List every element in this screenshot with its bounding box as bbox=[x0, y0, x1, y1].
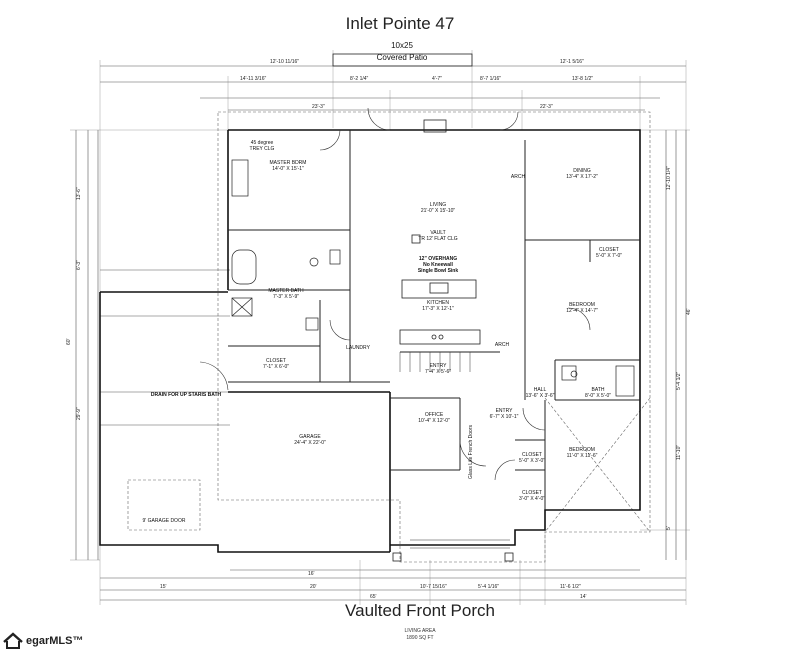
mls-watermark: egarMLS™ bbox=[2, 632, 83, 650]
entry-low-name: ENTRY bbox=[496, 408, 514, 414]
dim-top-5: 4'-7" bbox=[432, 76, 442, 82]
interior-walls bbox=[228, 130, 640, 510]
trey-ceiling-line2: TREY CLG bbox=[250, 146, 275, 152]
dim-bottom-3: 16' bbox=[308, 571, 315, 577]
dim-top-9: 22'-3" bbox=[540, 104, 553, 110]
dim-bottom-8: 14' bbox=[580, 594, 587, 600]
master-bath-dims: 7'-3" X 5'-9" bbox=[273, 294, 299, 300]
dim-bottom-5: 5'-4 1/16" bbox=[478, 584, 499, 590]
garage-name: GARAGE bbox=[299, 434, 321, 440]
dim-bottom-6: 11'-6 1/2" bbox=[560, 584, 581, 590]
dim-left-2: 6'-3" bbox=[76, 260, 82, 270]
entry-low-dims: 6'-7" X 10'-1" bbox=[490, 414, 519, 420]
dimension-lines bbox=[75, 65, 687, 601]
living-area-line1: LIVING AREA bbox=[404, 628, 436, 634]
living-area-line2: 1890 SQ FT bbox=[406, 635, 434, 641]
closet-low2-name: CLOSET bbox=[522, 490, 542, 496]
dim-right-1: 12'-10 1/4" bbox=[666, 166, 672, 190]
closet-right-dims: 5'-0" X 7'-0" bbox=[596, 253, 622, 259]
dim-top-4: 8'-2 1/4" bbox=[350, 76, 369, 82]
plan-title: Inlet Pointe 47 bbox=[345, 14, 455, 33]
vault-line2: TR 12' FLAT CLG bbox=[418, 236, 458, 242]
porch-title: Vaulted Front Porch bbox=[345, 601, 495, 620]
office-name: OFFICE bbox=[425, 412, 444, 418]
drain-note: DRAIN FOR UP STARIS BATH bbox=[151, 392, 222, 398]
garage-door-outline bbox=[127, 479, 201, 531]
overhang-line1: 12" OVERHANG bbox=[419, 256, 457, 262]
dim-right-5: 5' bbox=[666, 526, 672, 530]
arch-mid-label: ARCH bbox=[495, 342, 510, 348]
living-name: LIVING bbox=[430, 202, 447, 208]
bedroom-low-dims: 11'-0" X 11'-6" bbox=[567, 453, 598, 459]
dining-name: DINING bbox=[573, 168, 591, 174]
house-logo-icon bbox=[3, 632, 23, 649]
trey-ceiling-line1: 45 degree bbox=[251, 140, 274, 146]
dim-top-2: 12'-1 5/16" bbox=[560, 59, 584, 65]
dim-top-8: 23'-3" bbox=[312, 104, 325, 110]
closet-left-dims: 7'-1" X 6'-0" bbox=[263, 364, 289, 370]
dim-top-3: 14'-11 3/16" bbox=[240, 76, 266, 82]
dim-top-6: 8'-7 1/16" bbox=[480, 76, 501, 82]
bedroom-right-name: BEDROOM bbox=[569, 302, 595, 308]
patio-label: Covered Patio bbox=[377, 53, 428, 62]
closet-low2-dims: 3'-0" X 4'-0" bbox=[519, 496, 545, 502]
garage-door-label: 9' GARAGE DOOR bbox=[143, 518, 186, 524]
dim-bottom-7: 65' bbox=[370, 594, 377, 600]
closet-right-name: CLOSET bbox=[599, 247, 619, 253]
entry-top-dims: 7'-4" X 5'-6" bbox=[425, 369, 451, 375]
covered-patio-outline bbox=[332, 53, 473, 67]
hall-name: HALL bbox=[534, 387, 547, 393]
bedroom-right-dims: 12'-4" X 14'-7" bbox=[566, 308, 598, 314]
dim-left-3: 60' bbox=[66, 338, 72, 345]
arch-top-label: ARCH bbox=[511, 174, 526, 180]
dim-right-4: 11'-10" bbox=[676, 445, 682, 460]
vault-line1: VAULT bbox=[430, 230, 445, 236]
porch-columns bbox=[392, 552, 514, 562]
living-area-label: LIVING AREA 1890 SQ FT bbox=[380, 628, 460, 642]
exterior-walls bbox=[99, 129, 641, 553]
dining-dims: 13'-4" X 17'-2" bbox=[566, 174, 598, 180]
master-bdrm-name: MASTER BDRM bbox=[270, 160, 307, 166]
dim-top-1: 12'-10 11/16" bbox=[270, 59, 299, 65]
laundry-name: LAUNDRY bbox=[346, 345, 370, 351]
patio-size: 10x25 bbox=[391, 41, 413, 50]
office-dims: 10'-4" X 12'-0" bbox=[418, 418, 450, 424]
closet-low1-dims: 5'-0" X 3'-0" bbox=[519, 458, 545, 464]
master-bdrm-dims: 14'-0" X 15'-1" bbox=[272, 166, 304, 172]
dim-left-4: 29'-9" bbox=[76, 407, 82, 420]
door-swings bbox=[199, 107, 591, 481]
entry-top-name: ENTRY bbox=[430, 363, 448, 369]
dim-top-7: 13'-8 1/2" bbox=[572, 76, 593, 82]
porch-steps bbox=[410, 539, 510, 549]
overhang-line3: Single Bowl Sink bbox=[418, 268, 459, 274]
bath-dims: 8'-0" X 5'-0" bbox=[585, 393, 611, 399]
living-dims: 21'-0" X 15'-10" bbox=[421, 208, 456, 214]
master-bath-fixtures bbox=[231, 159, 635, 397]
bath-name: BATH bbox=[592, 387, 605, 393]
dim-right-3: 5'-4 1/2" bbox=[676, 371, 682, 390]
kitchen-name: KITCHEN bbox=[427, 300, 449, 306]
closet-low1-name: CLOSET bbox=[522, 452, 542, 458]
dim-bottom-1: 15' bbox=[160, 584, 167, 590]
kitchen-dims: 17'-3" X 12'-1" bbox=[422, 306, 454, 312]
stair-lines bbox=[399, 352, 471, 372]
dim-bottom-2: 20' bbox=[310, 584, 317, 590]
fireplace bbox=[423, 119, 447, 133]
closet-left-name: CLOSET bbox=[266, 358, 286, 364]
garage-dims: 24'-4" X 22'-0" bbox=[294, 440, 326, 446]
dim-right-2: 46' bbox=[686, 308, 692, 315]
master-bath-name: MASTER BATH bbox=[268, 288, 304, 294]
french-doors-label: Glass Lite French Doors bbox=[468, 425, 474, 479]
mls-text: egarMLS™ bbox=[26, 635, 84, 647]
dim-left-1: 13'-6" bbox=[76, 187, 82, 200]
hall-dims: 13'-6" X 3'-6" bbox=[526, 393, 555, 399]
overhang-line2: No Kneewall bbox=[423, 262, 453, 268]
dim-bottom-4: 10'-7 15/16" bbox=[420, 584, 447, 590]
kitchen-fixtures bbox=[399, 234, 481, 345]
bedroom-low-name: BEDROOM bbox=[569, 447, 595, 453]
